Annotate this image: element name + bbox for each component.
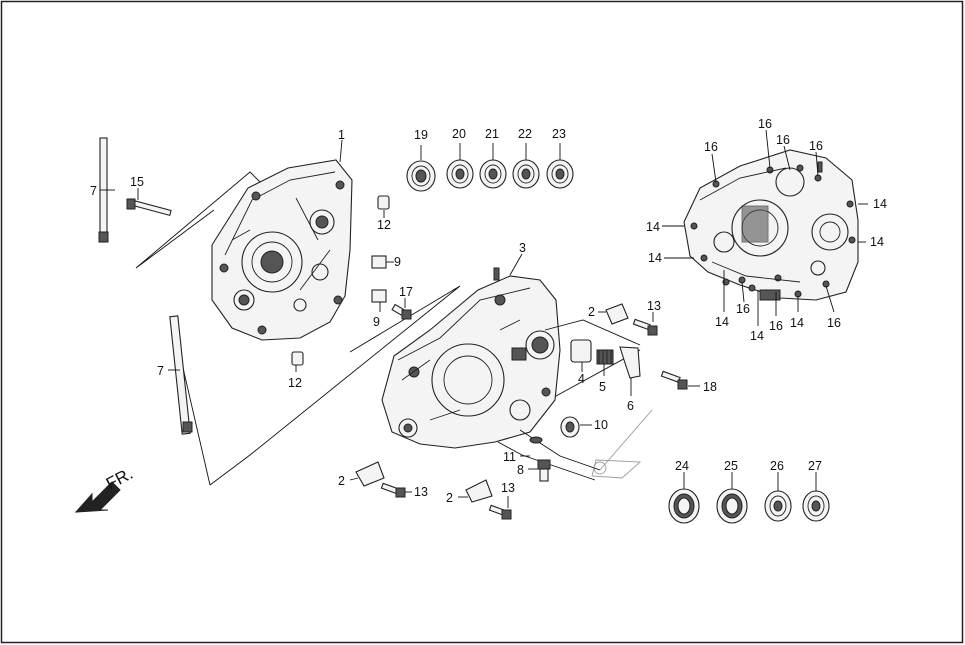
callout-24: 24 <box>675 459 689 473</box>
callout-8: 8 <box>517 463 524 477</box>
bolt-18 <box>660 370 688 390</box>
callout-10: 10 <box>594 418 608 432</box>
oil-seal-10 <box>560 416 580 438</box>
callout-16-d: 16 <box>704 140 718 154</box>
callout-14-b: 14 <box>648 251 662 265</box>
callout-2-b: 2 <box>338 474 345 488</box>
callout-16-c: 16 <box>809 139 823 153</box>
right-crankcase <box>381 267 561 449</box>
callout-21: 21 <box>485 127 499 141</box>
clip-9-lower <box>371 289 387 303</box>
clip-9-upper <box>371 255 387 269</box>
callout-26: 26 <box>770 459 784 473</box>
bearing-23 <box>546 159 574 189</box>
callout-9-lower: 9 <box>373 315 380 329</box>
bolt-17 <box>391 303 412 320</box>
callout-16-g: 16 <box>827 316 841 330</box>
callout-11: 11 <box>503 450 516 464</box>
callout-14-d: 14 <box>870 235 884 249</box>
bearing-22 <box>512 159 540 189</box>
callout-9-upper: 9 <box>394 255 401 269</box>
callout-13-c: 13 <box>501 481 515 495</box>
callout-14-g: 14 <box>790 316 804 330</box>
washer-11 <box>529 436 543 444</box>
callout-19: 19 <box>414 128 428 142</box>
callout-13-b: 13 <box>414 485 428 499</box>
stud-bolt-lower <box>169 315 193 435</box>
callout-13-a: 13 <box>647 299 661 313</box>
callout-16-b: 16 <box>776 133 790 147</box>
callout-23: 23 <box>552 127 566 141</box>
callout-14-c: 14 <box>873 197 887 211</box>
bolt-15 <box>126 198 172 217</box>
part-4-sleeve <box>570 339 592 363</box>
bearing-21 <box>479 159 507 189</box>
callout-12-lower: 12 <box>288 376 302 390</box>
oil-seal-24 <box>668 488 700 524</box>
callout-17: 17 <box>399 285 413 299</box>
callout-20: 20 <box>452 127 466 141</box>
clip-2-c <box>465 479 493 503</box>
crankcase-inner-view <box>683 149 859 301</box>
callout-4: 4 <box>578 372 585 386</box>
callout-16-e: 16 <box>736 302 750 316</box>
callout-5: 5 <box>599 380 606 394</box>
callout-16-f: 16 <box>769 319 783 333</box>
clip-2-b <box>355 461 385 487</box>
callout-7-upper: 7 <box>90 184 97 198</box>
callout-14-e: 14 <box>715 315 729 329</box>
clip-2-a <box>605 303 629 325</box>
callout-18: 18 <box>703 380 717 394</box>
callout-16-a: 16 <box>758 117 772 131</box>
callout-14-a: 14 <box>646 220 660 234</box>
callout-15: 15 <box>130 175 144 189</box>
bearing-27 <box>802 490 830 522</box>
callout-7-lower: 7 <box>157 364 164 378</box>
callout-2-c: 2 <box>446 491 453 505</box>
part-6-plate <box>619 346 641 379</box>
callout-22: 22 <box>518 127 532 141</box>
shaft-assembly-ghost <box>591 409 653 479</box>
drain-bolt-8 <box>537 459 551 482</box>
front-direction-arrow <box>74 481 121 513</box>
part-5-spring <box>596 349 614 365</box>
bearing-19 <box>406 160 436 192</box>
bolt-13-b <box>380 482 406 498</box>
callout-6: 6 <box>627 399 634 413</box>
callout-12-upper: 12 <box>377 218 391 232</box>
callout-14-f: 14 <box>750 329 764 343</box>
callout-25: 25 <box>724 459 738 473</box>
bolt-13-a <box>632 318 658 336</box>
callout-27: 27 <box>808 459 822 473</box>
left-crankcase <box>211 159 353 341</box>
bolt-13-c <box>488 504 512 520</box>
callout-labels: 1 19 20 21 22 23 7 15 12 9 9 17 7 12 3 2… <box>90 117 887 505</box>
oil-seal-25 <box>716 488 748 524</box>
bearing-20 <box>446 159 474 189</box>
bearing-26 <box>764 490 792 522</box>
callout-3: 3 <box>519 241 526 255</box>
dowel-pin-lower <box>291 351 304 366</box>
callout-1: 1 <box>338 128 345 142</box>
callout-2-a: 2 <box>588 305 595 319</box>
dowel-pin-upper <box>377 195 390 210</box>
